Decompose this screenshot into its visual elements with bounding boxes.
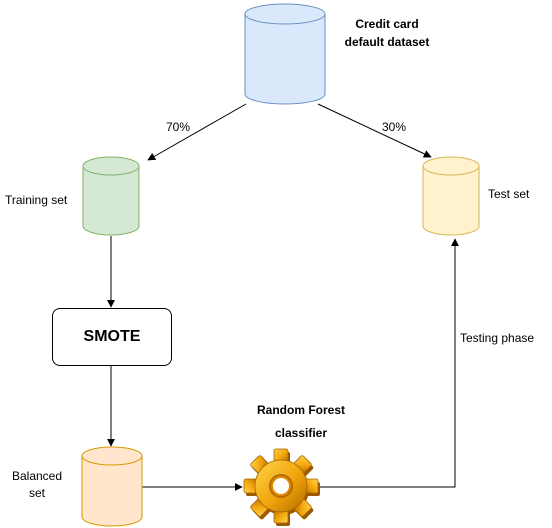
edge-label-70: 70% xyxy=(166,120,191,134)
balanced-set-label-line2: set xyxy=(28,486,45,500)
dataset-cylinder xyxy=(244,3,326,105)
test-set-label: Test set xyxy=(488,187,530,201)
testing-phase-label: Testing phase xyxy=(460,331,535,345)
edge-dataset-to-test xyxy=(317,103,432,158)
training-set-label: Training set xyxy=(5,193,68,207)
smote-label: SMOTE xyxy=(83,328,141,345)
test-set-cylinder xyxy=(422,156,480,236)
smote-box: SMOTE xyxy=(52,308,172,366)
classifier-label-line1: Random Forest xyxy=(256,403,345,417)
edge-label-30: 30% xyxy=(382,120,407,134)
balanced-set-cylinder xyxy=(81,446,143,527)
edge-classifier-to-test xyxy=(316,238,459,488)
balanced-set-label-line1: Balanced xyxy=(11,469,63,483)
training-set-cylinder xyxy=(82,156,140,236)
edge-dataset-to-training xyxy=(147,103,247,161)
gear-icon xyxy=(243,448,320,526)
dataset-label-line1: Credit card xyxy=(355,17,419,31)
classifier-label-line2: classifier xyxy=(274,426,328,440)
dataset-label-line2: default dataset xyxy=(344,35,430,49)
